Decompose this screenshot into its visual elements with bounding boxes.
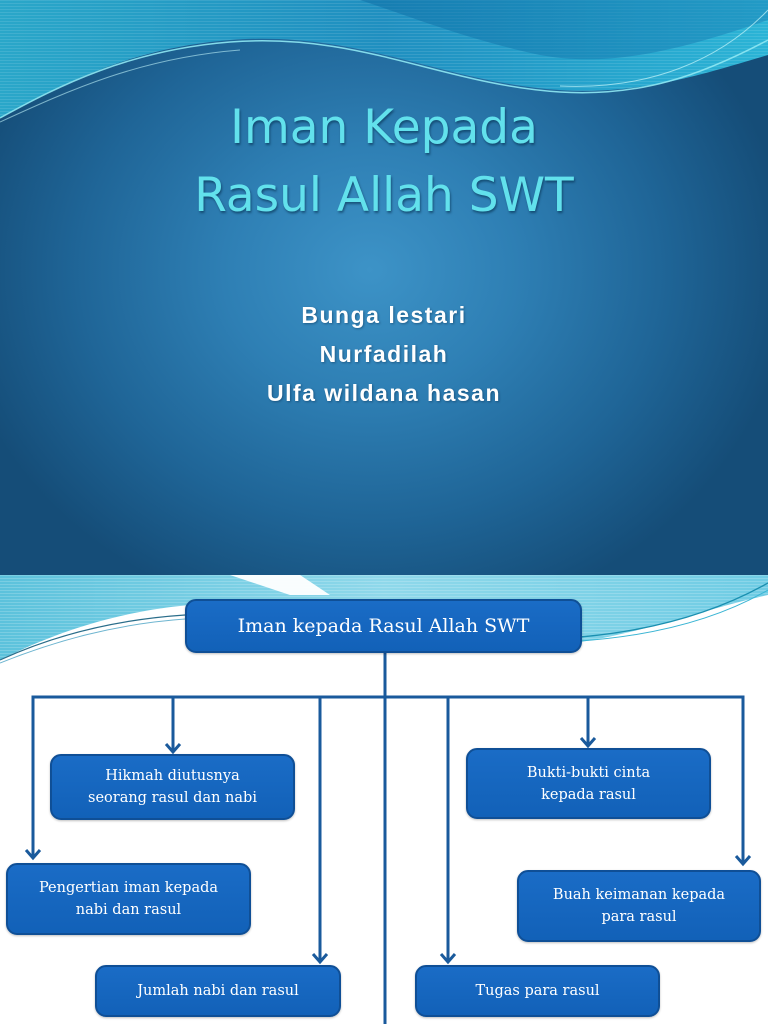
- slide-title-line-1: Iman Kepada: [230, 100, 538, 155]
- root-node: Iman kepada Rasul Allah SWT: [185, 599, 582, 653]
- node-label: Buah keimanan kepada: [552, 887, 726, 903]
- node-hikmah: Hikmah diutusnya seorang rasul dan nabi: [50, 754, 295, 820]
- author-name: Bunga lestari: [301, 302, 467, 328]
- node-label: Jumlah nabi dan rasul: [137, 983, 299, 999]
- title-slide: Iman Kepada Rasul Allah SWT Bunga lestar…: [0, 0, 768, 575]
- node-buah: Buah keimanan kepada para rasul: [517, 870, 761, 942]
- root-node-label: Iman kepada Rasul Allah SWT: [237, 615, 530, 637]
- node-label: Pengertian iman kepada: [38, 880, 219, 896]
- slide-title-line-2: Rasul Allah SWT: [194, 168, 574, 223]
- node-label: nabi dan rasul: [75, 902, 182, 918]
- node-label: Hikmah diutusnya: [105, 768, 240, 784]
- node-label: kepada rasul: [541, 786, 636, 803]
- node-label: Tugas para rasul: [475, 983, 600, 999]
- decorative-wave-top: [0, 0, 768, 123]
- author-name: Nurfadilah: [319, 341, 449, 367]
- node-pengertian: Pengertian iman kepada nabi dan rasul: [6, 863, 251, 935]
- diagram-slide: Iman kepada Rasul Allah SWT Hikmah diutu…: [0, 575, 768, 1024]
- author-list: Bunga lestari Nurfadilah Ulfa wildana ha…: [0, 296, 768, 413]
- node-label: para rasul: [601, 909, 677, 925]
- node-jumlah: Jumlah nabi dan rasul: [95, 965, 341, 1017]
- node-tugas: Tugas para rasul: [415, 965, 660, 1017]
- diagram-connectors: [24, 651, 752, 1024]
- node-label: seorang rasul dan nabi: [88, 790, 257, 806]
- author-name: Ulfa wildana hasan: [266, 380, 502, 406]
- node-bukti: Bukti-bukti cinta kepada rasul: [466, 748, 711, 819]
- node-label: Bukti-bukti cinta: [526, 764, 651, 781]
